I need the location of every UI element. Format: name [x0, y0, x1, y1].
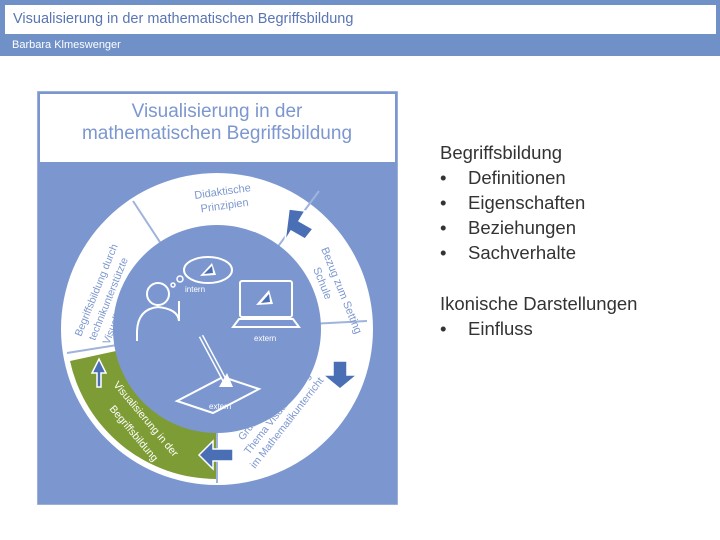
- list-item: Definitionen: [440, 165, 710, 190]
- concept-diagram: Visualisierung in der mathematischen Beg…: [37, 91, 398, 505]
- spacer: [440, 265, 710, 291]
- title-box: Visualisierung in der mathematischen Beg…: [5, 5, 716, 34]
- section1-heading: Begriffsbildung: [440, 140, 710, 165]
- section1-list: Definitionen Eigenschaften Beziehungen S…: [440, 165, 710, 265]
- label-extern-paper: extern: [209, 402, 231, 411]
- header-bar: Visualisierung in der mathematischen Beg…: [0, 0, 720, 56]
- label-intern: intern: [185, 285, 205, 294]
- diagram-title-line1: Visualisierung in der: [132, 101, 303, 122]
- list-item: Beziehungen: [440, 215, 710, 240]
- list-item: Eigenschaften: [440, 190, 710, 215]
- label-extern-screen: extern: [254, 334, 276, 343]
- diagram-svg: Visualisierung in der mathematischen Beg…: [37, 91, 398, 505]
- list-item: Einfluss: [440, 316, 710, 341]
- diagram-title-line2: mathematischen Begriffsbildung: [82, 123, 352, 144]
- text-panel: Begriffsbildung Definitionen Eigenschaft…: [440, 140, 710, 341]
- list-item: Sachverhalte: [440, 240, 710, 265]
- author-name: Barbara Klmeswenger: [12, 39, 121, 51]
- section2-list: Einfluss: [440, 316, 710, 341]
- page-title: Visualisierung in der mathematischen Beg…: [13, 11, 353, 27]
- section2-heading: Ikonische Darstellungen: [440, 291, 710, 316]
